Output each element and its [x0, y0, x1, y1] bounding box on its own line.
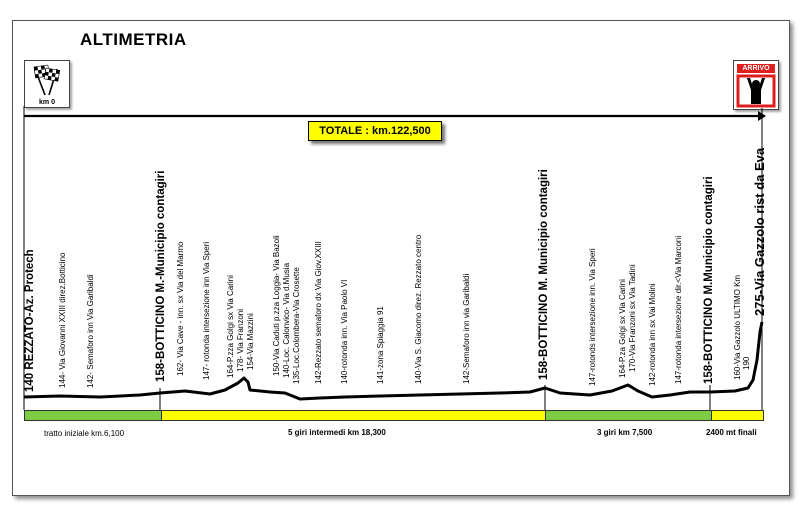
waypoint-label: 144- Via Giovanni XXIII direz.Botticino	[58, 252, 67, 388]
checkered-flag-icon	[33, 64, 61, 96]
finish-marker: ARRIVO	[733, 60, 779, 110]
waypoint-label: 141-zona Spiaggia 91	[376, 306, 385, 384]
waypoint-label: 140 REZZATO-Az. Protech	[24, 249, 36, 392]
waypoint-label: 154-Via Mazzini	[246, 313, 255, 370]
page-title: ALTIMETRIA	[80, 30, 187, 49]
total-distance-badge: TOTALE : km.122,500	[308, 121, 442, 141]
waypoint-label: 158-BOTTICINO M.Municipio contagiri	[703, 176, 715, 384]
segment-bar-final	[711, 410, 764, 421]
waypoint-label: 135-Loc.Colombera-Via Crosette	[292, 267, 301, 384]
segment-bar-3-laps	[545, 410, 712, 421]
segment-caption: 2400 mt finali	[706, 428, 757, 437]
segment-caption: 5 giri intermedi km 18,300	[288, 428, 386, 437]
arrivo-label: ARRIVO	[737, 64, 775, 73]
start-marker: km 0	[24, 60, 70, 108]
waypoint-label: 142-rotonda inn sx Vai Molini	[648, 283, 657, 386]
waypoint-label: 140-Loc. Calonvico- Via d.Musia	[282, 262, 291, 378]
waypoint-label: 190	[742, 356, 751, 370]
waypoint-label: 140-rotonda inn. Via Paolo VI	[340, 279, 349, 384]
waypoint-label: 150-Via Caduti p.zza Loggia- Via Bazoli	[272, 235, 281, 376]
waypoint-label: 275-Via Gazzolo rist da Eva	[752, 147, 767, 316]
waypoint-label: 158-BOTTICINO M. Municipio contagiri	[538, 169, 550, 380]
waypoint-label: 140-Via S. Giacomo direz. Rezzato centro	[414, 234, 423, 384]
waypoint-label: 160-Via Gazzolo ULTIMO Km	[733, 274, 742, 380]
waypoint-label: 164-P.za Golgi sx Via Carini	[618, 279, 627, 378]
waypoint-label: 162- Via Cave - inn. sx Via del Marmo	[176, 241, 185, 376]
waypoint-label: 178- Via Franzoni	[236, 309, 245, 372]
segment-bar-5-laps	[161, 410, 546, 421]
waypoint-label: 147-rotonds intersezione inn. Via Speri	[588, 248, 597, 386]
waypoint-label: 142- Semaforo inn Via Garibaldi	[86, 274, 95, 388]
finish-athlete-icon	[736, 74, 776, 108]
waypoint-label: 142-Rezzato semaforo dx Via Giov.XXIII	[314, 241, 323, 384]
waypoint-label: 170-Via Franzoni sx Via Tadini	[628, 264, 637, 372]
km0-label: km 0	[39, 99, 55, 106]
segment-caption: 3 giri km 7,500	[597, 428, 653, 437]
waypoint-label: 147-rotonda intersezione dir.<Via Marcon…	[674, 235, 683, 384]
waypoint-label: 147- rotonda intersezione inn Via Speri	[202, 241, 211, 380]
waypoint-label: 164-P.zza Golgi sx Via Carini	[226, 275, 235, 378]
waypoint-label: 158-BOTTICINO M.-Municipio contagiri	[155, 170, 167, 382]
segment-caption: tratto iniziale km.6,100	[44, 429, 125, 438]
elevation-profile	[23, 321, 764, 401]
segment-bar-initial	[24, 410, 162, 421]
waypoint-label: 142-Semaforo inn via Garibaldi	[462, 273, 471, 384]
